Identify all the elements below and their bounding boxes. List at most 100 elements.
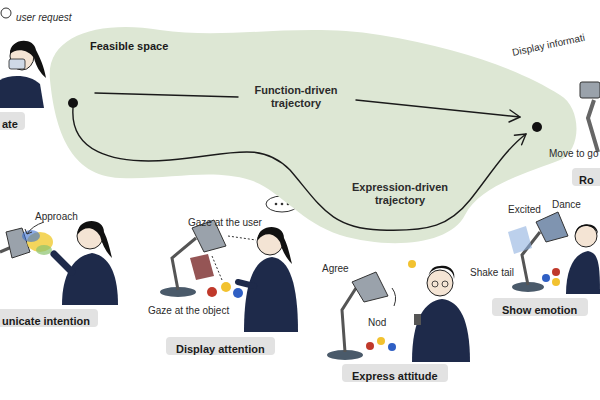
annotation-text: Dance: [552, 199, 581, 211]
drawing-path: [392, 288, 396, 306]
caption-text: ate: [2, 117, 18, 131]
drawing-circle: [552, 268, 560, 276]
function-trajectory: [95, 93, 238, 97]
drawing-path: [352, 272, 388, 302]
drawing-line: [228, 236, 256, 240]
drawing-circle: [442, 281, 448, 287]
drawing-path: [412, 299, 470, 362]
arrow-head: [509, 110, 520, 122]
drawing-line: [212, 256, 222, 280]
approach-scene: [0, 221, 118, 305]
region-title: Feasible space: [90, 39, 168, 53]
annotation-text: Shake tail: [470, 267, 514, 279]
function-trajectory: [356, 100, 520, 117]
caption-box: Ro: [572, 168, 600, 186]
drawing-ellipse: [36, 245, 52, 255]
drawing-circle: [542, 274, 550, 282]
drawing-circle: [275, 203, 278, 206]
drawing-circle: [366, 342, 374, 350]
caption-box: Display attention: [166, 337, 275, 355]
caption-text: Ro: [579, 173, 594, 187]
region-shape: [0, 0, 600, 260]
expression-trajectory: [73, 108, 526, 230]
drawing-path: [190, 254, 214, 280]
drawing-rect: [414, 314, 421, 325]
drawing-circle: [207, 287, 217, 297]
drawing-circle: [1, 8, 11, 18]
label-slot: Agree: [322, 258, 349, 276]
annotation-text: Nod: [368, 317, 386, 329]
caption-box: ate: [0, 112, 25, 130]
caption-text: Display attention: [176, 342, 265, 356]
caption-text: Show emotion: [502, 303, 577, 317]
annotation-text: user request: [16, 12, 72, 24]
annotation-text: Move to go: [549, 148, 598, 160]
drawing-circle: [281, 203, 284, 206]
caption-text: Express attitude: [352, 369, 438, 383]
label-slot: Excited: [508, 199, 541, 217]
trajectory-label: Function-driven trajectory: [246, 84, 346, 110]
trajectory-label: Expression-driven trajectory: [345, 181, 455, 207]
label-slot: Dance: [552, 194, 581, 212]
robot-arm: [580, 82, 600, 152]
drawing-circle: [408, 260, 416, 268]
attitude-scene: [327, 260, 470, 362]
drawing-path: [25, 229, 32, 234]
start-dot: [68, 98, 78, 108]
label-slot: Move to go: [549, 143, 598, 161]
drawing-path: [428, 266, 454, 281]
label-slot: user request: [16, 7, 72, 25]
label-slot: Approach: [35, 206, 78, 224]
feasible-region: Feasible space: [0, 0, 600, 260]
drawing-circle: [377, 337, 385, 345]
label-slot: Gaze at the user: [188, 212, 262, 230]
drawing-polyline: [342, 288, 356, 352]
drawing-path: [54, 254, 72, 272]
caption-box: unicate intention: [0, 309, 98, 327]
drawing-circle: [432, 281, 438, 287]
caption-box: Express attitude: [342, 364, 448, 382]
region-fill: [50, 27, 577, 243]
drawing-circle: [427, 270, 453, 296]
arrow-head: [514, 134, 526, 145]
drawing-circle: [233, 288, 243, 298]
drawing-circle: [221, 282, 231, 292]
drawing-path: [508, 226, 532, 254]
drawing-path: [27, 222, 44, 234]
label-slot: Shake tail: [470, 262, 514, 280]
drawing-rect: [580, 82, 600, 98]
label-slot: Nod: [368, 312, 386, 330]
drawing-path: [536, 212, 568, 242]
drawing-path: [238, 282, 254, 286]
drawing-ellipse: [22, 230, 40, 242]
caption-text: unicate intention: [2, 314, 90, 328]
annotation-text: Agree: [322, 263, 349, 275]
label-slot: Display informati: [510, 27, 586, 60]
drawing-path: [78, 221, 112, 258]
annotation-text: Approach: [35, 211, 78, 223]
label-slot: Function-driven trajectory: [246, 84, 346, 110]
annotation-text: Excited: [508, 204, 541, 216]
annotation-text: Gaze at the object: [148, 305, 229, 317]
drawing-circle: [388, 343, 396, 351]
drawing-polyline: [588, 100, 598, 152]
caption-box: Show emotion: [492, 298, 588, 316]
label-slot: Gaze at the object: [148, 300, 229, 318]
drawing-path: [244, 257, 298, 332]
annotation-text: Gaze at the user: [188, 217, 262, 229]
drawing-circle: [575, 225, 597, 247]
drawing-path: [10, 41, 46, 78]
drawing-path: [576, 224, 598, 234]
label-slot: Expression-driven trajectory: [345, 181, 455, 207]
emotion-scene: [508, 212, 600, 294]
annotation-text: Display informati: [511, 32, 586, 59]
drawing-path: [62, 253, 118, 305]
drawing-path: [258, 227, 292, 264]
drawing-circle: [552, 278, 560, 286]
drawing-path: [566, 251, 600, 294]
drawing-rect: [9, 59, 25, 69]
end-dot: [532, 122, 542, 132]
